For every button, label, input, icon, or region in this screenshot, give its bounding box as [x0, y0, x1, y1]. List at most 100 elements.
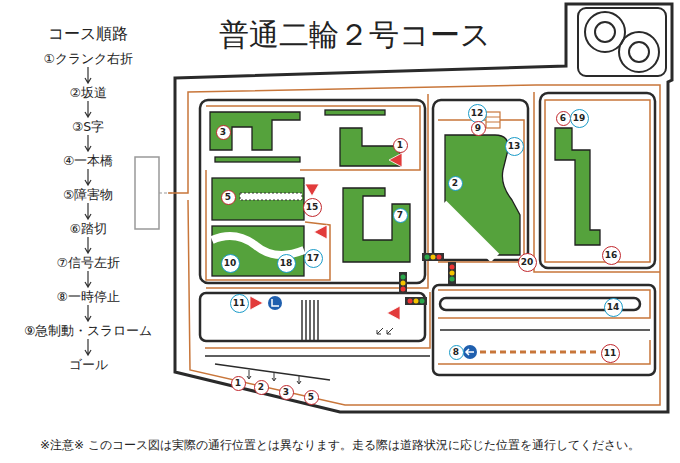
s-curve-road — [212, 236, 304, 255]
callout-circle: 7 — [393, 208, 408, 223]
figure-eight-ring — [595, 22, 615, 42]
callout-number: 3 — [220, 128, 226, 137]
start-icons — [268, 296, 477, 359]
callout-number: 11 — [604, 349, 617, 358]
crosswalk-stripe — [305, 300, 307, 340]
start-icon — [463, 345, 477, 359]
callout-number: 14 — [607, 303, 620, 312]
down-arrow — [85, 237, 91, 253]
callout-number: 5 — [225, 193, 231, 202]
course-step: ④一本橋 — [63, 153, 113, 168]
signal-lamp — [437, 255, 442, 260]
callout-number: 16 — [605, 251, 618, 260]
traffic-light — [405, 297, 427, 305]
signal-lamp — [450, 265, 455, 270]
callout-number: 8 — [453, 348, 459, 357]
down-arrow — [85, 135, 91, 151]
figure-eight-area — [578, 8, 666, 76]
crosswalk — [302, 300, 318, 340]
callout-circle: 14 — [604, 298, 623, 317]
callout-number: 1 — [235, 379, 241, 388]
island — [200, 100, 425, 283]
title: 普通二輪２号コース — [219, 17, 491, 53]
callout-number: 9 — [475, 124, 481, 133]
lane-arrow — [377, 328, 383, 334]
course-step: ⑨急制動・スラローム — [24, 323, 152, 338]
direction-triangle — [305, 184, 319, 196]
course-step: ⑥踏切 — [69, 221, 106, 236]
route-line — [206, 170, 330, 280]
course-step: ①クランク右折 — [43, 51, 132, 66]
route-line — [205, 292, 430, 348]
green-area — [212, 226, 304, 276]
callout-circle: 6 — [556, 111, 571, 126]
callout-number: 20 — [521, 258, 534, 267]
callout-number: 5 — [308, 393, 314, 402]
green-area — [343, 188, 410, 262]
route — [168, 85, 660, 405]
railroad-crossing — [486, 112, 500, 128]
start-icon — [268, 296, 282, 310]
direction-triangle — [389, 153, 402, 167]
signal-lamp — [401, 281, 406, 286]
direction-triangle — [250, 296, 263, 310]
callout-circle: 2 — [448, 176, 463, 191]
course-step: ⑤障害物 — [63, 187, 113, 202]
callout-number: 1 — [397, 141, 403, 150]
course-step: ③S字 — [72, 119, 104, 134]
down-arrow — [85, 271, 91, 287]
crosswalk-stripe — [309, 300, 311, 340]
islands — [200, 93, 655, 380]
green-area — [210, 112, 300, 150]
signal-lamp — [431, 255, 436, 260]
order-arrows — [85, 67, 91, 355]
signal-lamp — [401, 275, 406, 280]
traffic-light — [399, 272, 407, 294]
figure-eight-ring — [629, 42, 649, 62]
callout-circle: 3 — [216, 125, 231, 140]
route-line — [206, 106, 420, 170]
callout-circle: 2 — [254, 380, 269, 395]
callout-number: 7 — [397, 211, 403, 220]
crosswalk-stripe — [313, 300, 315, 340]
slalom-cones — [480, 351, 600, 354]
route-line — [438, 340, 650, 364]
down-arrow — [85, 339, 91, 355]
callout-number: 15 — [306, 203, 319, 212]
lane-arrow — [272, 372, 276, 381]
direction-triangle — [314, 225, 327, 239]
down-arrow — [85, 101, 91, 117]
figure-eight-ring — [619, 32, 659, 72]
course-boundary — [175, 4, 672, 412]
island — [433, 285, 655, 375]
callout-circle: 5 — [221, 190, 236, 205]
direction-triangle — [387, 306, 400, 320]
entrance-building — [135, 157, 159, 229]
route-line — [534, 92, 660, 272]
callout-number: 12 — [471, 109, 484, 118]
route-line — [206, 94, 428, 288]
down-arrow — [85, 67, 91, 83]
traffic-light — [448, 262, 456, 284]
signal-lamp — [420, 299, 425, 304]
list-heading: コース順路 — [48, 24, 128, 43]
callout-circle: 19 — [570, 109, 589, 128]
green-areas — [210, 110, 600, 276]
callout-circle: 17 — [304, 249, 323, 268]
course-step: ⑦信号左折 — [56, 255, 119, 270]
route-line — [438, 290, 650, 318]
callout-circle: 15 — [303, 198, 322, 217]
lane-line — [440, 329, 650, 331]
callout-number: 10 — [224, 259, 237, 268]
railroad-hatch — [486, 117, 500, 122]
green-area — [212, 178, 304, 220]
callout-number: 2 — [258, 383, 264, 392]
start-arrow — [466, 349, 474, 355]
lane-arrow — [297, 375, 301, 384]
start-arrow — [272, 299, 279, 306]
signal-lamp — [425, 255, 430, 260]
callout-circle: 3 — [279, 385, 294, 400]
signal-lamp — [401, 287, 406, 292]
callout-circle: 1 — [231, 376, 246, 391]
